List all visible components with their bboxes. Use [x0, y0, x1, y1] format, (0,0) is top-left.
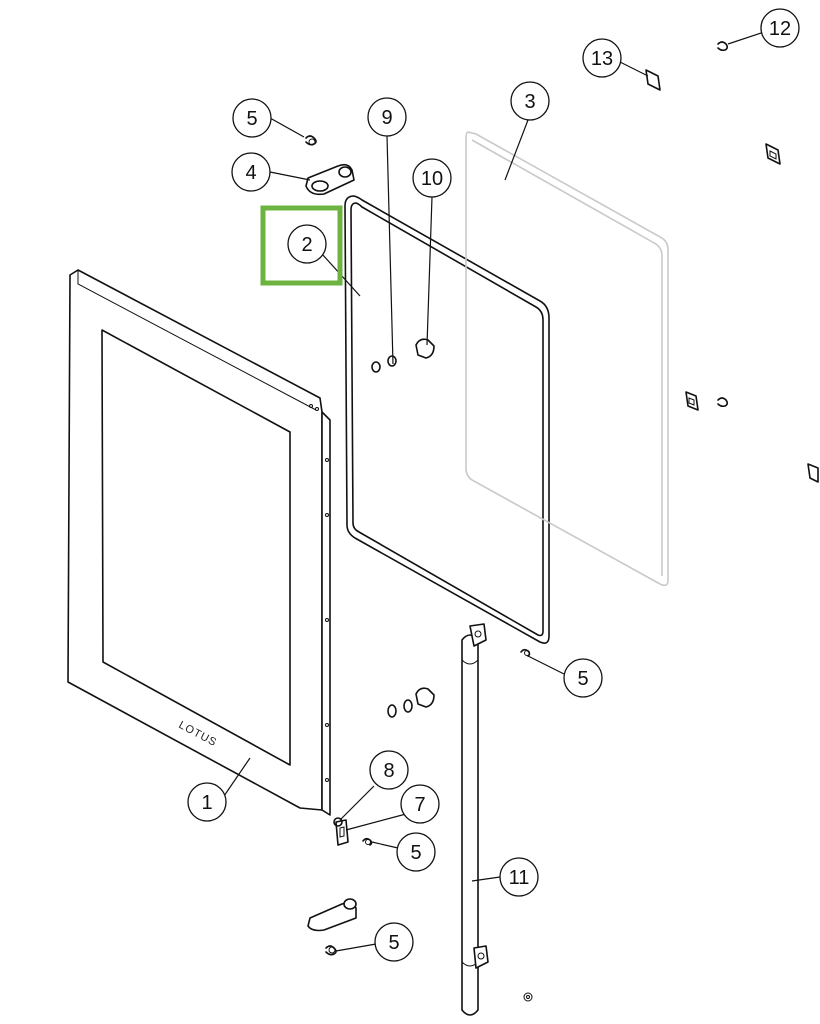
callout-label: 7 [414, 794, 425, 816]
bushing-part-10[interactable] [415, 338, 435, 359]
callout-label: 10 [421, 168, 443, 190]
glass-pane-part-3[interactable] [465, 131, 669, 587]
corner-clip-right-upper[interactable] [765, 143, 781, 165]
callout-3[interactable]: 3 [510, 81, 550, 121]
callout-label: 8 [383, 760, 394, 782]
screw-part-12[interactable] [717, 41, 729, 52]
callout-label: 1 [201, 792, 212, 814]
callout-label: 5 [246, 108, 257, 130]
lower-hinge-bracket[interactable] [307, 898, 357, 932]
callout-label: 5 [410, 842, 421, 864]
screw-part-5-top[interactable] [305, 135, 317, 146]
callout-13[interactable]: 13 [582, 38, 622, 78]
callout-label: 5 [388, 932, 399, 954]
callout-12[interactable]: 12 [760, 8, 800, 48]
callout-label: 13 [591, 48, 613, 70]
leader-lines [223, 31, 765, 952]
washer-part-8[interactable] [333, 817, 343, 827]
callout-11[interactable]: 11 [499, 857, 539, 897]
callout-5-right[interactable]: 5 [563, 658, 603, 698]
callout-4[interactable]: 4 [231, 152, 271, 192]
callout-5-top[interactable]: 5 [232, 98, 272, 138]
callout-5-bottom[interactable]: 5 [374, 922, 414, 962]
corner-clip-part-13-top[interactable] [645, 69, 661, 91]
highlight-box-part-2 [260, 205, 343, 286]
callout-label: 9 [381, 107, 392, 129]
callout-label: 5 [577, 668, 588, 690]
door-frame-part-1[interactable]: LOTUS [67, 269, 331, 816]
callout-9[interactable]: 9 [367, 97, 407, 137]
washer-part-9[interactable] [371, 355, 397, 373]
callout-2[interactable]: 2 [287, 224, 327, 264]
callout-8[interactable]: 8 [369, 750, 409, 790]
handle-end-screw[interactable] [523, 992, 533, 1002]
upper-hinge-part-4[interactable] [305, 163, 355, 196]
callout-5-lower[interactable]: 5 [396, 832, 436, 872]
callout-label: 4 [245, 162, 256, 184]
handle-bar-part-11[interactable] [461, 623, 489, 1016]
callout-1[interactable]: 1 [187, 782, 227, 822]
screw-part-5-bottom[interactable] [325, 945, 337, 956]
small-screw-mid[interactable] [717, 397, 729, 408]
callout-label: 12 [769, 18, 791, 40]
callout-7[interactable]: 7 [400, 784, 440, 824]
screw-part-5-lower[interactable] [362, 837, 373, 846]
corner-clip-mid[interactable] [685, 391, 699, 411]
lower-washers[interactable] [387, 687, 435, 718]
corner-clip-right-lower[interactable] [807, 463, 819, 483]
callout-label: 11 [509, 867, 530, 889]
callout-10[interactable]: 10 [412, 158, 452, 198]
screw-part-5-right[interactable] [520, 648, 531, 657]
callout-label: 3 [524, 91, 535, 113]
gasket-part-2[interactable] [344, 195, 550, 644]
callout-label: 2 [301, 234, 312, 256]
